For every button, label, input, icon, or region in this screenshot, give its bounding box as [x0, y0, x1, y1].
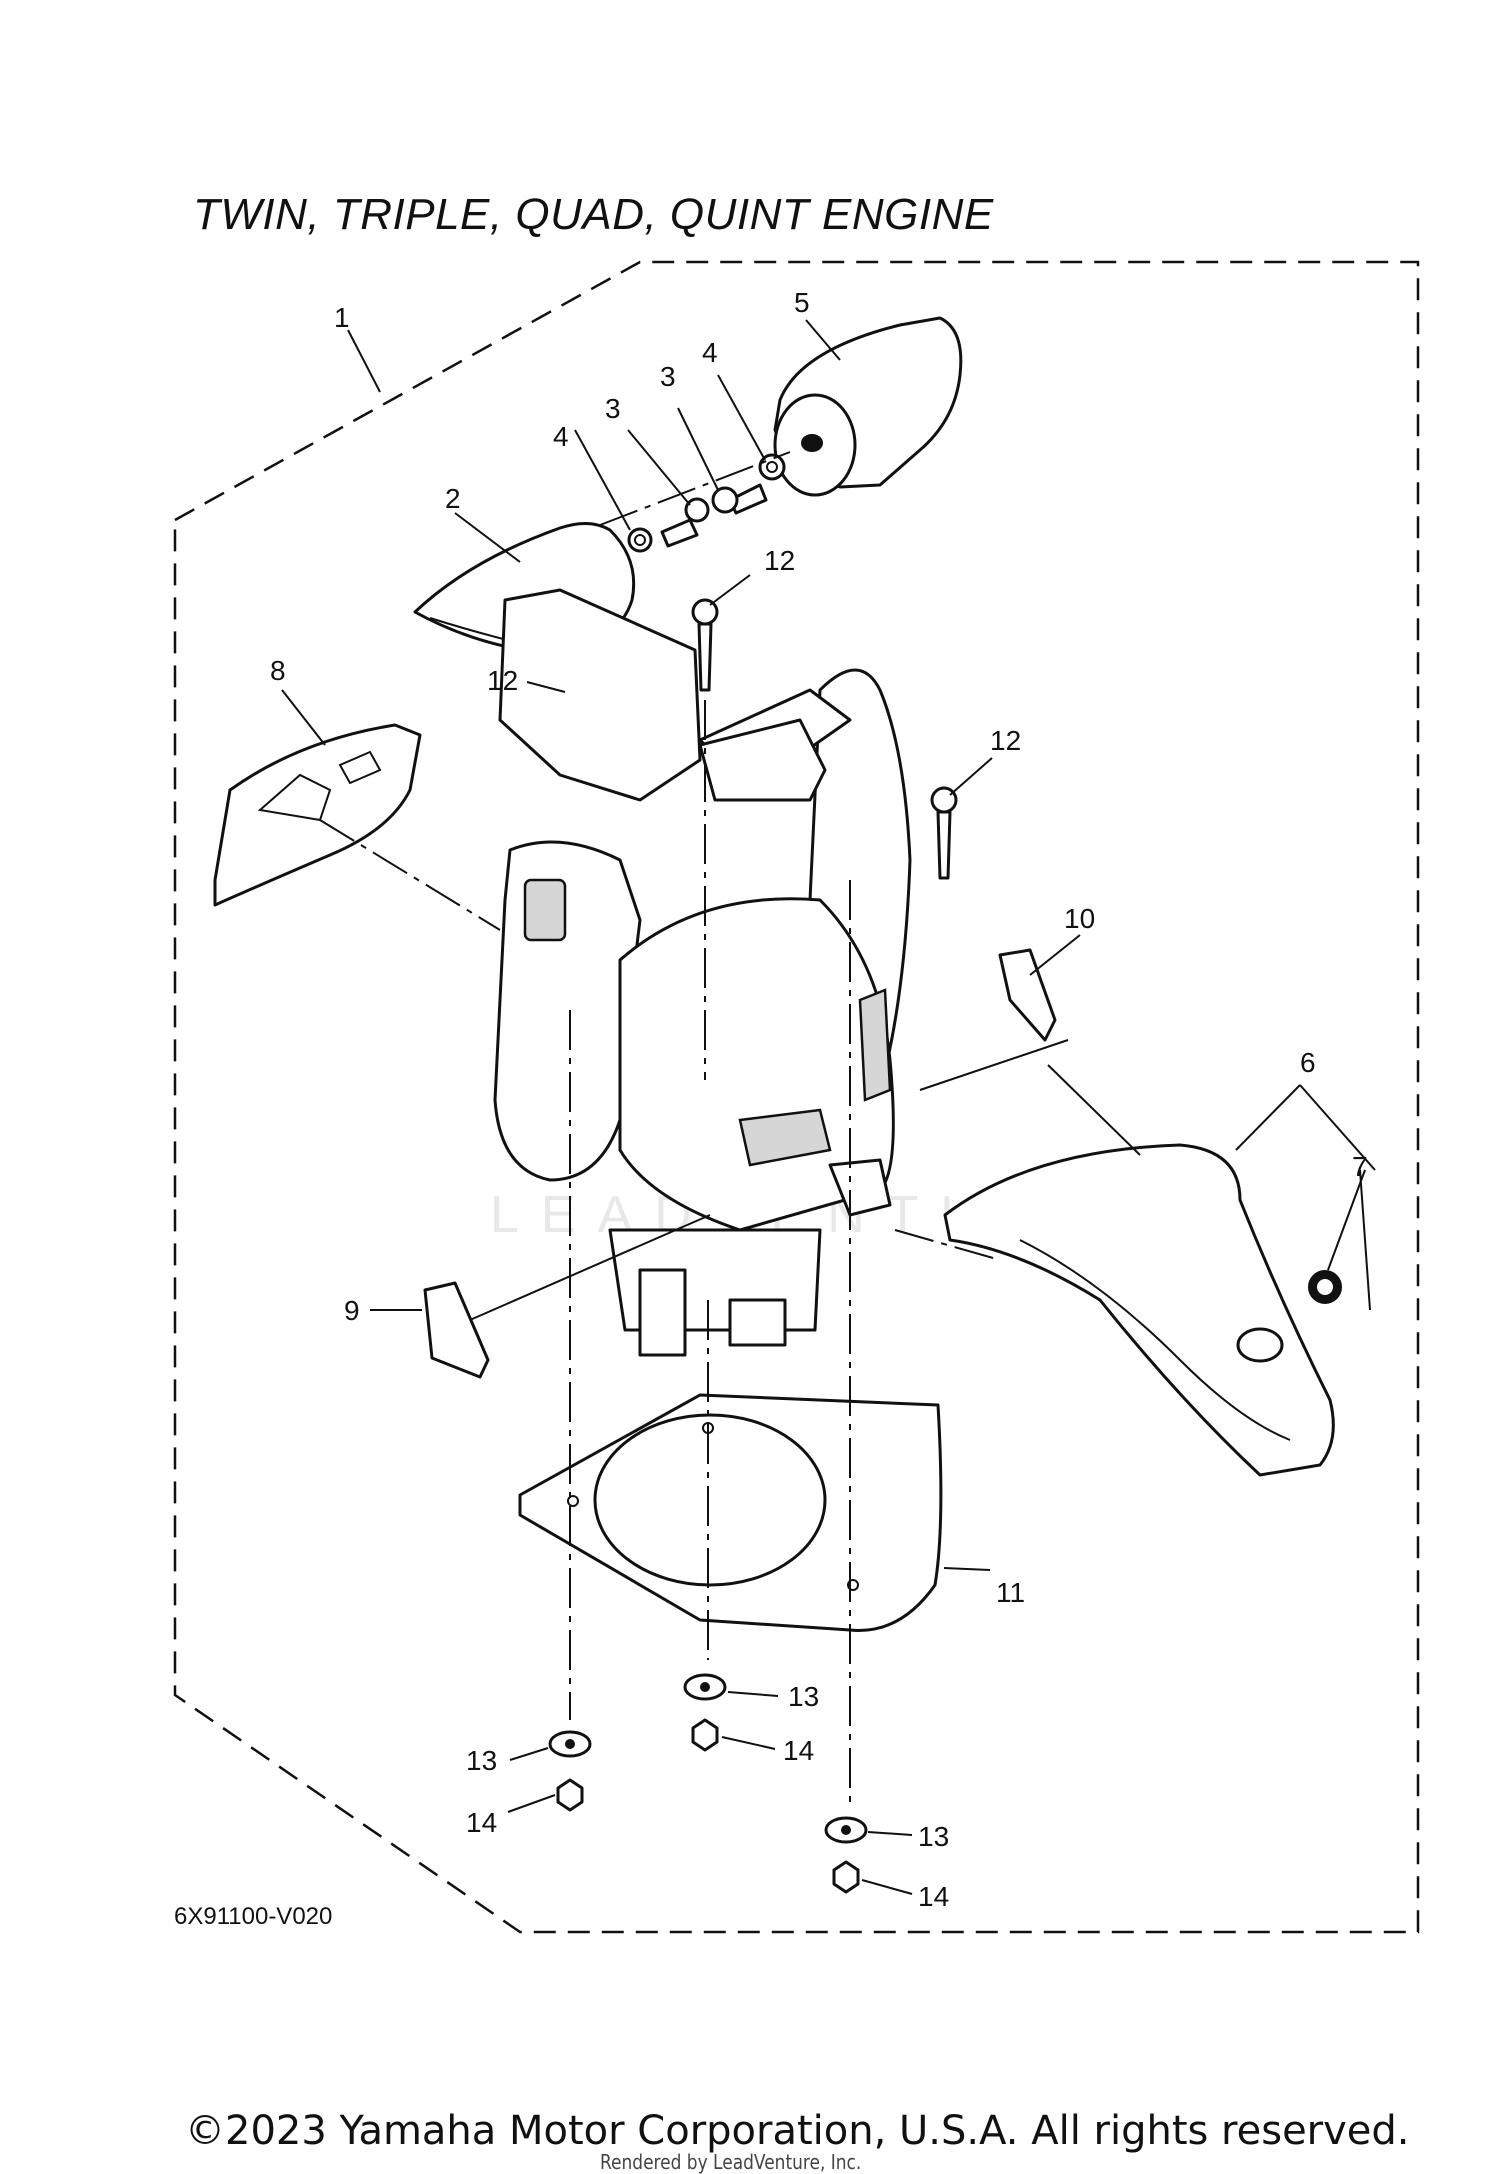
- diagram-title: TWIN, TRIPLE, QUAD, QUINT ENGINE: [193, 190, 994, 239]
- part-14-nut-middle: [691, 1718, 719, 1752]
- callout-11: 11: [996, 1577, 1025, 1608]
- callout-13-left: 13: [466, 1745, 497, 1776]
- callout-1: 1: [334, 302, 350, 333]
- part-9-small-cover: [423, 1281, 490, 1379]
- callout-10: 10: [1064, 903, 1095, 934]
- callout-7: 7: [1352, 1151, 1368, 1182]
- callout-4-upper: 4: [702, 337, 718, 368]
- callout-12-left: 12: [487, 665, 518, 696]
- part-6-grip-cover: [943, 1143, 1335, 1477]
- callout-8: 8: [270, 655, 286, 686]
- axis-grip: [599, 451, 791, 526]
- part-13-washer-middle: [683, 1673, 727, 1701]
- part-11-base-plate: [518, 1393, 943, 1632]
- callout-2: 2: [445, 483, 461, 514]
- part-14-nut-left: [556, 1778, 584, 1812]
- callout-13-right: 13: [918, 1821, 949, 1852]
- part-8-side-panel: [213, 723, 422, 907]
- part-3-screw-lower: [711, 483, 768, 515]
- callout-12-middle: 12: [764, 545, 795, 576]
- callout-6: 6: [1300, 1047, 1316, 1078]
- callout-9: 9: [344, 1295, 360, 1326]
- part-12-screw-middle: [691, 598, 719, 692]
- part-7-emblem: [1308, 1270, 1342, 1304]
- callout-14-right: 14: [918, 1881, 949, 1912]
- callout-12-right: 12: [990, 725, 1021, 756]
- diagram-code: 6X91100-V020: [174, 1903, 333, 1930]
- callout-3-lower: 3: [605, 393, 621, 424]
- part-3-screw-upper: [660, 497, 710, 548]
- copyright-notice: ©2023 Yamaha Motor Corporation, U.S.A. A…: [185, 2108, 1410, 2154]
- assembly-boundary: [173, 260, 1420, 1934]
- callout-5: 5: [794, 287, 810, 318]
- axis-side-panel: [319, 819, 501, 931]
- part-10-small-cover: [998, 948, 1057, 1042]
- part-13-washer-left: [548, 1730, 592, 1758]
- control-body: [493, 588, 912, 1357]
- callout-14-left: 14: [466, 1807, 497, 1838]
- part-5-grip-cap: [773, 316, 963, 497]
- callout-4-lower: 4: [553, 421, 569, 452]
- part-14-nut-right: [832, 1860, 860, 1894]
- axis-grip-cover: [894, 1229, 1001, 1261]
- rendered-by-notice: Rendered by LeadVenture, Inc.: [600, 2150, 862, 2174]
- callout-13-middle: 13: [788, 1681, 819, 1712]
- part-4-washer-upper: [627, 527, 653, 553]
- callout-14-middle: 14: [783, 1735, 814, 1766]
- callout-3-upper: 3: [660, 361, 676, 392]
- part-12-screw-right: [930, 786, 958, 880]
- part-13-washer-right: [824, 1816, 868, 1844]
